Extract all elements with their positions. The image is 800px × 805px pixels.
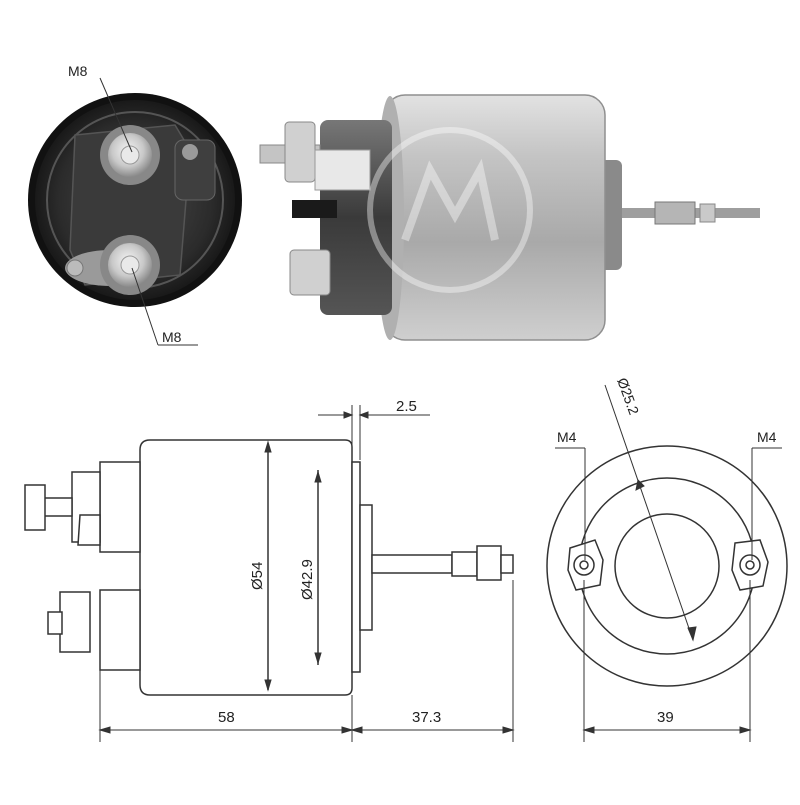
plunger-length-label: 37.3 xyxy=(412,709,441,726)
side-dimensions xyxy=(98,405,515,742)
terminal-top xyxy=(100,125,160,185)
terminal-bottom xyxy=(65,235,160,295)
terminal-bottom-label: M8 xyxy=(162,329,182,345)
side-drawing xyxy=(24,439,514,696)
bore-diameter-label: Ø25.2 xyxy=(614,376,642,418)
left-hole-label: M4 xyxy=(557,429,577,445)
outer-diameter-label: Ø54 xyxy=(249,562,266,590)
end-dimensions xyxy=(555,384,782,742)
flange-thickness-label: 2.5 xyxy=(396,398,417,415)
terminal-top-label: M8 xyxy=(68,63,88,79)
body-length-label: 58 xyxy=(218,709,235,726)
end-view-photo: M8 M8 xyxy=(28,63,242,346)
right-hole-label: M4 xyxy=(757,429,777,445)
side-view-photo xyxy=(259,94,760,341)
hole-spacing-label: 39 xyxy=(657,709,674,726)
inner-diameter-label: Ø42.9 xyxy=(299,559,316,600)
